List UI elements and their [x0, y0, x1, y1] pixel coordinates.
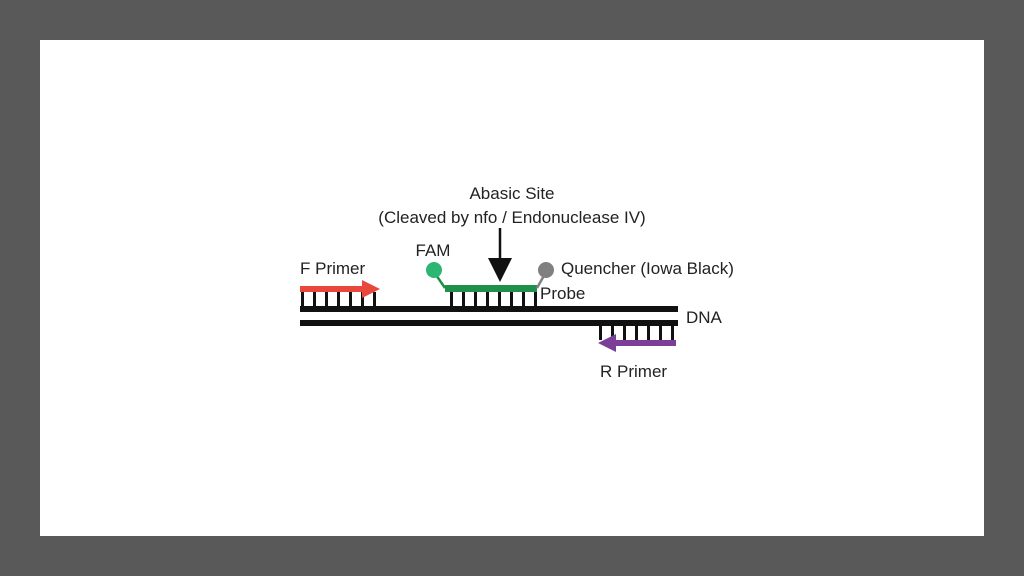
r-primer-ticks — [599, 326, 674, 340]
r-primer-arrow — [598, 334, 676, 352]
label-fam: FAM — [416, 241, 451, 260]
dna-bottom-strand — [300, 320, 678, 326]
probe-ticks — [450, 292, 537, 306]
arrow-down-icon — [488, 228, 512, 282]
label-cleaved-by: (Cleaved by nfo / Endonuclease IV) — [378, 208, 645, 227]
label-probe: Probe — [540, 284, 585, 303]
label-quencher: Quencher (Iowa Black) — [561, 259, 734, 278]
probe-strand — [445, 285, 537, 292]
quencher-marker-icon — [538, 262, 554, 278]
label-dna: DNA — [686, 308, 723, 327]
label-f-primer: F Primer — [300, 259, 366, 278]
dna-top-strand — [300, 306, 678, 312]
label-r-primer: R Primer — [600, 362, 667, 381]
fam-marker-icon — [426, 262, 442, 278]
f-primer-ticks — [301, 292, 376, 306]
f-primer-arrow — [300, 280, 380, 298]
label-abasic-site: Abasic Site — [469, 184, 554, 203]
